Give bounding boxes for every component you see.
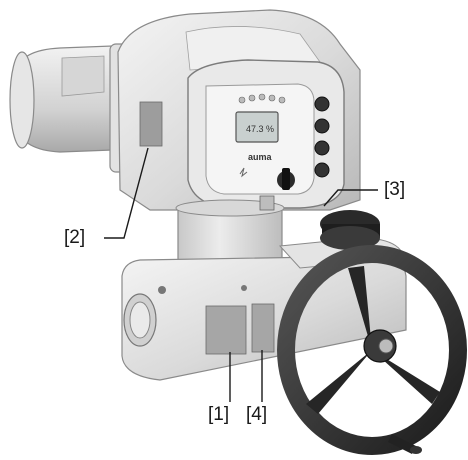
handwheel — [277, 245, 467, 455]
callout-2: [2] — [64, 227, 86, 248]
gearbox-name-plate — [205, 305, 247, 355]
indicator-lamps — [238, 93, 286, 104]
push-buttons — [314, 96, 330, 178]
local-controls-cover — [187, 59, 345, 209]
callout-1: [1] — [208, 404, 230, 425]
motor-name-plate — [139, 101, 163, 147]
callout-4: [4] — [246, 404, 268, 425]
actuator-column — [175, 195, 285, 267]
display-readout: 47.3 % — [246, 124, 274, 134]
callout-3: [3] — [384, 179, 406, 200]
callout-leaders — [104, 147, 378, 402]
brand-logo: auma — [248, 152, 273, 162]
serial-plate — [251, 303, 275, 353]
selector-switch — [277, 168, 295, 190]
